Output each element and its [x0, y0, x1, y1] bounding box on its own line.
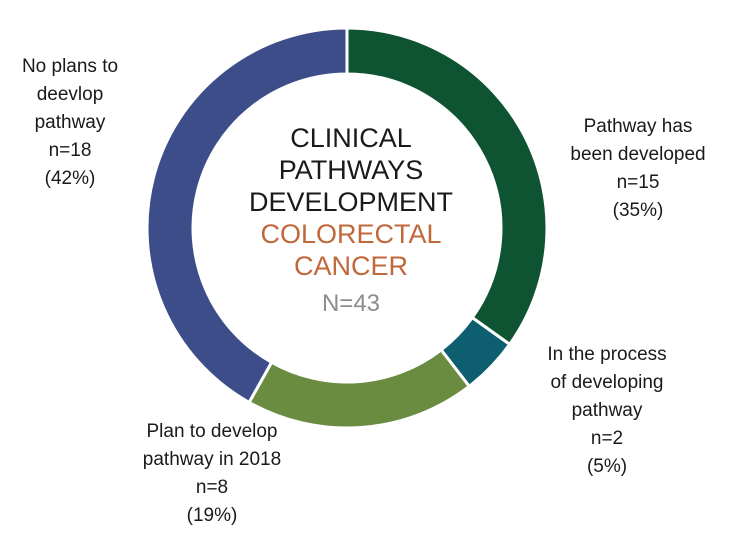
chart-title-line: PATHWAYS: [278, 155, 424, 185]
slice-label-line: of developing: [550, 372, 664, 393]
slice-label-line: been developed: [570, 144, 706, 165]
chart-title-line: DEVELOPMENT: [248, 187, 454, 217]
slice-label-line: No plans to: [21, 56, 119, 77]
slice-developed: [345, 26, 549, 347]
slice-label-line: pathway: [571, 400, 643, 421]
slice-percent: (5%): [586, 456, 628, 477]
slice-label-line: Pathway has: [583, 116, 693, 137]
slice-label-line: Plan to develop: [146, 421, 278, 442]
chart-title-line: CLINICAL: [290, 123, 412, 153]
chart-title: CLINICAL PATHWAYS DEVELOPMENT COLORECTAL…: [246, 122, 456, 320]
slice-count: n=2: [590, 428, 624, 449]
slice-label-developed: Pathway has been developed n=15 (35%): [548, 113, 728, 225]
slice-percent: (35%): [612, 200, 664, 221]
slice-label-line: pathway in 2018: [142, 449, 282, 470]
slice-count: n=15: [616, 172, 660, 193]
slice-percent: (42%): [44, 168, 96, 189]
slice-count: n=18: [48, 140, 92, 161]
slice-percent: (19%): [186, 505, 238, 526]
slice-label-line: deevlop: [36, 84, 104, 105]
chart-subtitle-line: CANCER: [293, 251, 408, 281]
slice-label-line: In the process: [547, 344, 667, 365]
slice-plan-2018: [247, 347, 472, 430]
chart-subtitle-line: COLORECTAL: [260, 219, 442, 249]
slice-no-plans: [145, 26, 349, 405]
slice-label-in-process: In the process of developing pathway n=2…: [522, 341, 692, 481]
slice-label-no-plans: No plans to deevlop pathway n=18 (42%): [5, 53, 135, 193]
slice-label-plan-2018: Plan to develop pathway in 2018 n=8 (19%…: [112, 418, 312, 530]
slice-label-line: pathway: [34, 112, 106, 133]
total-count: N=43: [321, 290, 381, 317]
slice-count: n=8: [195, 477, 229, 498]
